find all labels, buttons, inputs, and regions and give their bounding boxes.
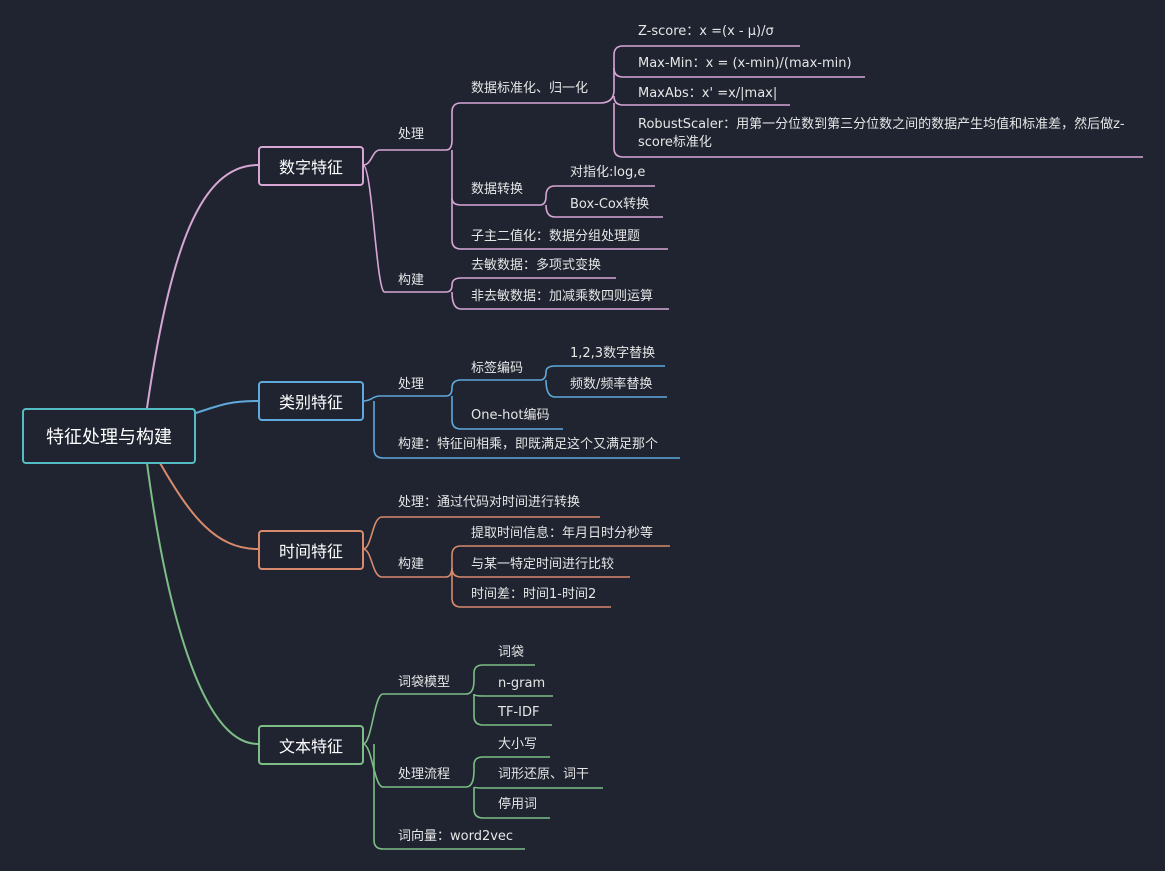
boxcox-label[interactable]: Box-Cox转换 bbox=[570, 197, 650, 212]
bag-of-words-label[interactable]: 词袋 bbox=[498, 645, 525, 660]
time-diff-label[interactable]: 时间差：时间1-时间2 bbox=[471, 587, 597, 602]
categorical-process-label[interactable]: 处理 bbox=[398, 377, 425, 392]
bag-of-words-model-label[interactable]: 词袋模型 bbox=[398, 675, 451, 690]
case-label[interactable]: 大小写 bbox=[498, 737, 538, 752]
text-feature-node[interactable]: 文本特征 bbox=[258, 725, 364, 765]
frequency-replace-label[interactable]: 频数/频率替换 bbox=[570, 377, 653, 392]
desensitized-label[interactable]: 去敏数据：多项式变换 bbox=[471, 258, 602, 273]
log-transform-label[interactable]: 对指化:log,e bbox=[570, 165, 646, 180]
normalize-label[interactable]: 数据标准化、归一化 bbox=[471, 81, 589, 96]
stemming-label[interactable]: 词形还原、词干 bbox=[498, 767, 590, 782]
categorical-build-label[interactable]: 构建：特征间相乘，即既满足这个又满足那个 bbox=[398, 437, 659, 452]
label-encoding-label[interactable]: 标签编码 bbox=[471, 361, 524, 376]
transform-label[interactable]: 数据转换 bbox=[471, 182, 524, 197]
root-node[interactable]: 特征处理与构建 bbox=[22, 408, 196, 464]
stopwords-label[interactable]: 停用词 bbox=[498, 797, 538, 812]
connector-root-time bbox=[159, 462, 259, 550]
connector-root-numeric bbox=[146, 164, 259, 409]
numeric-title: 数字特征 bbox=[278, 158, 343, 177]
onehot-label[interactable]: One-hot编码 bbox=[471, 408, 550, 423]
robustscaler-label[interactable]: RobustScaler：用第一分位数到第三分位数之间的数据产生均值和标准差，然… bbox=[638, 117, 1125, 150]
word-vector-label[interactable]: 词向量：word2vec bbox=[398, 829, 514, 844]
number-replace-label[interactable]: 1,2,3数字替换 bbox=[570, 346, 656, 361]
categorical-feature-node[interactable]: 类别特征 bbox=[258, 381, 364, 421]
tfidf-label[interactable]: TF-IDF bbox=[498, 705, 540, 720]
maxabs-label[interactable]: MaxAbs：x' =x/|max| bbox=[638, 86, 778, 101]
connector-root-categorical bbox=[195, 400, 259, 414]
time-feature-node[interactable]: 时间特征 bbox=[258, 530, 364, 570]
non-desensitized-label[interactable]: 非去敏数据：加减乘数四则运算 bbox=[471, 289, 654, 304]
maxmin-label[interactable]: Max-Min：x = (x-min)/(max-min) bbox=[638, 56, 852, 71]
time-title: 时间特征 bbox=[278, 542, 343, 561]
time-compare-label[interactable]: 与某一特定时间进行比较 bbox=[471, 557, 615, 572]
numeric-build-label[interactable]: 构建 bbox=[398, 273, 425, 288]
time-build-label[interactable]: 构建 bbox=[398, 557, 425, 572]
ngram-label[interactable]: n-gram bbox=[498, 676, 546, 691]
text-pipeline-label[interactable]: 处理流程 bbox=[398, 767, 451, 782]
binarize-label[interactable]: 子主二值化：数据分组处理题 bbox=[471, 229, 641, 244]
connector-root-text bbox=[146, 462, 259, 745]
time-extract-label[interactable]: 提取时间信息：年月日时分秒等 bbox=[471, 526, 654, 541]
zscore-label[interactable]: Z-score：x =(x - μ)/σ bbox=[638, 24, 774, 39]
numeric-branch-lines bbox=[362, 45, 1143, 310]
categorical-branch-lines bbox=[362, 365, 680, 459]
categorical-title: 类别特征 bbox=[278, 393, 343, 412]
time-process-label[interactable]: 处理：通过代码对时间进行转换 bbox=[398, 495, 581, 510]
text-branch-lines bbox=[362, 664, 603, 850]
time-branch-lines bbox=[362, 516, 670, 608]
root-title: 特征处理与构建 bbox=[46, 427, 172, 448]
numeric-process-label[interactable]: 处理 bbox=[398, 127, 425, 142]
text-title: 文本特征 bbox=[278, 737, 343, 756]
numeric-feature-node[interactable]: 数字特征 bbox=[258, 146, 364, 186]
